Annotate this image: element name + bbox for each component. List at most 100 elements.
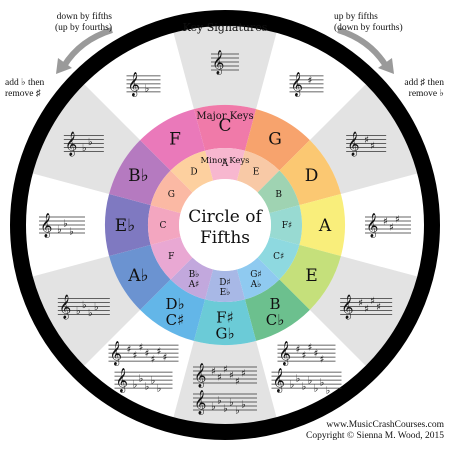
flat-icon: ♭ (88, 308, 93, 319)
major-key-label: C♭ (266, 311, 285, 329)
treble-clef-icon: 𝄞 (366, 213, 378, 238)
minor-key-label: A♭ (250, 280, 262, 290)
minor-key-label: F♯ (282, 221, 293, 231)
center-circle (179, 179, 271, 271)
sharp-icon: ♯ (370, 141, 375, 152)
major-key-label: A♭ (127, 266, 148, 286)
corner-down-fifths: down by fifths (56, 12, 112, 22)
major-key-label: D (305, 166, 319, 186)
major-key-segment (109, 140, 171, 206)
center-title-line-2: Fifths (200, 228, 250, 248)
corner-top-right-text: up by fifths (down by fourths) (334, 12, 448, 34)
treble-clef-icon: 𝄞 (65, 132, 77, 157)
sharp-icon: ♯ (133, 351, 138, 362)
right-hint-line-2: remove ♭ (408, 89, 444, 99)
treble-clef-icon: 𝄞 (212, 50, 224, 75)
right-hint-line-1: add ♯ then (404, 78, 444, 88)
flat-icon: ♭ (223, 404, 228, 415)
sharp-icon: ♯ (223, 365, 228, 376)
sharp-icon: ♯ (151, 355, 156, 366)
flat-icon: ♭ (76, 306, 81, 317)
treble-clef-icon: 𝄞 (110, 341, 122, 366)
flat-icon: ♭ (235, 406, 240, 417)
sharp-icon: ♯ (320, 355, 325, 366)
minor-key-label: B♭ (189, 270, 200, 280)
arrow-right (337, 27, 389, 68)
sharp-icon: ♯ (314, 349, 319, 360)
minor-key-label: G♯ (250, 270, 262, 280)
major-key-label: C♯ (166, 311, 185, 329)
flat-icon: ♭ (151, 376, 156, 387)
flat-icon: ♭ (88, 137, 93, 148)
flat-icon: ♭ (57, 225, 62, 236)
key-signature-staff: 𝄞♭ (126, 72, 161, 97)
minor-key-segment (150, 170, 193, 214)
corner-top-left-text: down by fifths (up by fourths) (2, 12, 112, 34)
sharp-icon: ♯ (376, 302, 381, 313)
major-key-segment (193, 105, 257, 151)
sharp-icon: ♯ (364, 304, 369, 315)
key-signature-staff: 𝄞♭♭♭♭ (57, 295, 110, 320)
minor-key-label: C♯ (273, 252, 284, 262)
sharp-icon: ♯ (211, 367, 216, 378)
flat-icon: ♭ (69, 227, 74, 238)
flat-icon: ♭ (145, 83, 150, 94)
gray-wedge (162, 340, 288, 432)
sharp-icon: ♯ (389, 223, 394, 234)
flat-icon: ♭ (82, 300, 87, 311)
key-signature-staff: 𝄞♯♯ (346, 132, 387, 157)
major-key-segment (299, 193, 345, 257)
website-text: www.MusicCrashCourses.com (326, 420, 444, 430)
major-key-segment (109, 244, 171, 310)
major-key-label: B (269, 295, 280, 313)
treble-clef-icon: 𝄞 (194, 390, 206, 415)
diagram-title: Key Signatures (183, 21, 268, 34)
flat-icon: ♭ (241, 400, 246, 411)
sharp-icon: ♯ (217, 373, 222, 384)
minor-key-segment (236, 257, 280, 300)
minor-key-segment (150, 236, 193, 280)
sharp-icon: ♯ (163, 353, 168, 364)
flat-icon: ♭ (82, 143, 87, 154)
major-key-label: F♯ (216, 308, 234, 326)
treble-clef-icon: 𝄞 (291, 72, 303, 97)
left-hint-line-1: add ♭ then (5, 78, 45, 88)
key-signature-staff: 𝄞 (211, 50, 239, 75)
minor-key-label: B (275, 190, 282, 200)
treble-clef-icon: 𝄞 (128, 72, 140, 97)
treble-clef-icon: 𝄞 (40, 213, 52, 238)
sharp-icon: ♯ (395, 215, 400, 226)
flat-icon: ♭ (133, 380, 138, 391)
treble-clef-icon: 𝄞 (347, 132, 359, 157)
sharp-icon: ♯ (235, 377, 240, 388)
arrow-left-head (56, 58, 72, 74)
gray-wedge (162, 18, 288, 110)
major-key-label: D♭ (165, 295, 184, 313)
center-title-line-1: Circle of (188, 207, 263, 227)
minor-key-label: E (253, 167, 260, 177)
minor-key-label: D♯ (219, 278, 231, 288)
treble-clef-icon: 𝄞 (341, 295, 353, 320)
key-signature-staff: 𝄞♭♭♭♭♭♭ (193, 390, 257, 417)
copyright-text: Copyright © Sienna M. Wood, 2015 (306, 431, 444, 441)
sharp-icon: ♯ (127, 345, 132, 356)
treble-clef-icon: 𝄞 (194, 363, 206, 388)
key-signature-staff: 𝄞♯♯♯♯♯♯♯ (108, 341, 179, 366)
key-signatures: 𝄞𝄞♯𝄞♯♯𝄞♯♯♯𝄞♯♯♯♯𝄞♯♯♯♯♯𝄞♭♭♭♭♭♭♭𝄞♯♯♯♯♯♯𝄞♭♭♭… (39, 50, 411, 417)
minor-key-segment (148, 205, 181, 245)
flat-icon: ♭ (308, 376, 313, 387)
key-signature-staff: 𝄞 ♭♭ (63, 132, 104, 157)
major-key-label: E (305, 266, 317, 286)
minor-key-label: E♭ (220, 288, 231, 298)
major-key-segment (244, 279, 310, 341)
sharp-icon: ♯ (229, 371, 234, 382)
flat-icon: ♭ (94, 302, 99, 313)
major-keys-label: Major Keys (196, 111, 253, 122)
minor-key-label: C (160, 221, 167, 231)
arrow-right-head (378, 58, 394, 74)
sharp-icon: ♯ (302, 351, 307, 362)
minor-key-segment (257, 170, 300, 214)
corner-down-fourths: (down by fourths) (334, 23, 403, 33)
